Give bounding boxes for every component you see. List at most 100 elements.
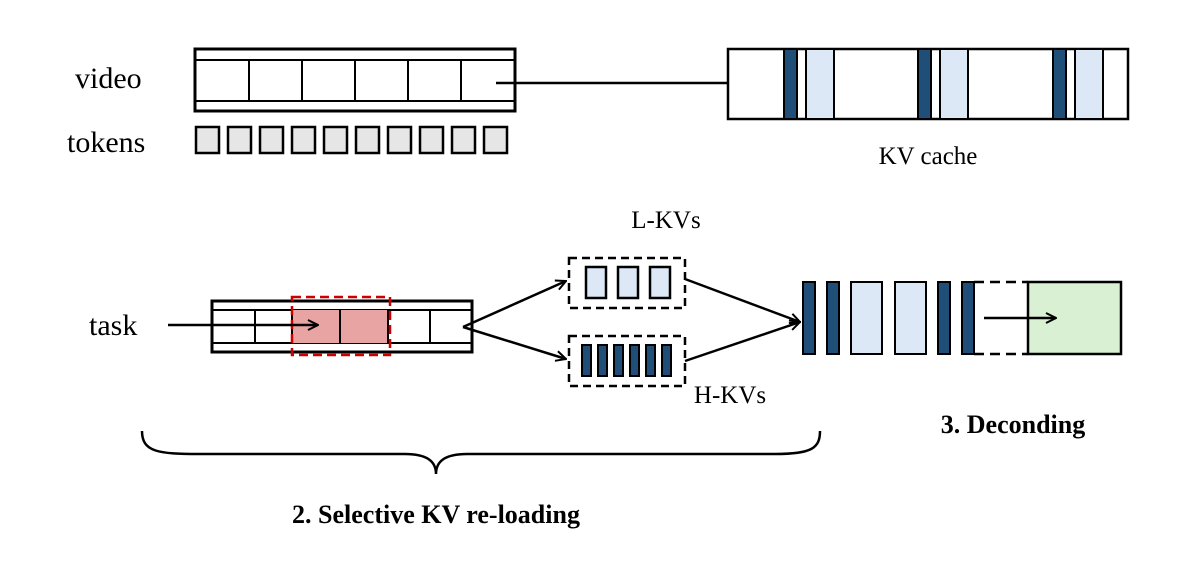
sprocket-hole xyxy=(230,103,235,108)
sprocket-hole xyxy=(414,52,419,57)
sprocket-hole xyxy=(411,303,415,307)
kv-block-dark xyxy=(937,281,951,355)
sprocket-hole xyxy=(292,303,296,307)
sprocket-hole xyxy=(270,52,275,57)
sprocket-hole xyxy=(310,103,315,108)
sprocket-hole xyxy=(246,52,251,57)
sprocket-hole xyxy=(425,345,429,349)
sprocket-hole xyxy=(369,345,373,349)
sprocket-hole xyxy=(294,52,299,57)
sprocket-hole xyxy=(494,103,499,108)
kv-block-dark xyxy=(1052,48,1067,120)
sprocket-hole xyxy=(430,103,435,108)
kv-block-light xyxy=(850,281,883,355)
sprocket-hole xyxy=(341,303,345,307)
lkvs-merge-arrow xyxy=(684,277,800,322)
sprocket-hole xyxy=(470,103,475,108)
sprocket-hole xyxy=(425,303,429,307)
l-kv-block xyxy=(616,265,640,300)
sprocket-hole xyxy=(411,345,415,349)
sprocket-hole xyxy=(262,103,267,108)
sprocket-hole xyxy=(486,52,491,57)
sprocket-hole xyxy=(318,103,323,108)
sprocket-hole xyxy=(383,345,387,349)
sprocket-hole xyxy=(382,103,387,108)
sprocket-hole xyxy=(422,103,427,108)
sprocket-hole xyxy=(366,52,371,57)
sprocket-hole xyxy=(460,303,464,307)
hkvs-merge-arrow xyxy=(684,322,800,363)
kv-cache xyxy=(726,47,1130,121)
sprocket-hole xyxy=(478,103,483,108)
l-kvs-group xyxy=(567,256,687,310)
sprocket-hole xyxy=(294,103,299,108)
to-lkvs-arrow xyxy=(462,281,566,329)
sprocket-hole xyxy=(222,303,226,307)
sprocket-hole xyxy=(215,303,219,307)
sprocket-hole xyxy=(313,345,317,349)
token xyxy=(418,125,445,155)
sprocket-hole xyxy=(355,345,359,349)
sprocket-hole xyxy=(494,52,499,57)
sprocket-hole xyxy=(418,345,422,349)
to-hkvs-arrow xyxy=(462,325,566,359)
sprocket-hole xyxy=(278,52,283,57)
sprocket-hole xyxy=(334,103,339,108)
sprocket-hole xyxy=(313,303,317,307)
sprocket-hole xyxy=(342,103,347,108)
sprocket-hole xyxy=(257,303,261,307)
sprocket-hole xyxy=(320,345,324,349)
sprocket-hole xyxy=(302,103,307,108)
sprocket-hole xyxy=(397,345,401,349)
kv-block-dark xyxy=(802,281,816,355)
sprocket-hole xyxy=(299,303,303,307)
token xyxy=(290,125,317,155)
tokens-label: tokens xyxy=(67,126,145,159)
h-kv-block xyxy=(597,344,608,377)
sprocket-hole xyxy=(462,103,467,108)
sprocket-hole xyxy=(430,52,435,57)
token xyxy=(194,125,221,155)
sprocket-hole xyxy=(286,103,291,108)
h-kvs-label: H-KVs xyxy=(694,382,766,409)
sprocket-hole xyxy=(390,345,394,349)
sprocket-hole xyxy=(229,345,233,349)
sprocket-hole xyxy=(326,103,331,108)
sprocket-hole xyxy=(350,52,355,57)
sprocket-hole xyxy=(376,345,380,349)
reloaded-kv-sequence xyxy=(802,280,1123,356)
l-kvs-label: L-KVs xyxy=(631,207,700,234)
sprocket-hole xyxy=(271,303,275,307)
kv-cache-label: KV cache xyxy=(879,143,978,170)
sprocket-hole xyxy=(446,303,450,307)
h-kv-block xyxy=(613,344,624,377)
kv-block-light xyxy=(894,281,927,355)
sprocket-hole xyxy=(222,345,226,349)
sprocket-hole xyxy=(398,103,403,108)
sprocket-hole xyxy=(278,103,283,108)
sprocket-hole xyxy=(432,345,436,349)
sprocket-hole xyxy=(238,103,243,108)
video-label: video xyxy=(75,62,142,95)
kv-block-dark xyxy=(961,281,975,355)
sprocket-hole xyxy=(271,345,275,349)
sprocket-hole xyxy=(334,52,339,57)
sprocket-hole xyxy=(446,52,451,57)
sprocket-hole xyxy=(376,303,380,307)
sprocket-hole xyxy=(366,103,371,108)
sprocket-hole xyxy=(270,103,275,108)
sprocket-hole xyxy=(246,103,251,108)
sprocket-hole xyxy=(438,103,443,108)
sprocket-hole xyxy=(374,52,379,57)
sprocket-hole xyxy=(285,345,289,349)
sprocket-hole xyxy=(222,52,227,57)
sprocket-hole xyxy=(198,52,203,57)
kv-block-dark xyxy=(826,281,840,355)
sprocket-hole xyxy=(243,303,247,307)
sprocket-hole xyxy=(398,52,403,57)
sprocket-hole xyxy=(350,103,355,108)
selected-frame xyxy=(340,310,388,343)
sprocket-hole xyxy=(390,303,394,307)
sprocket-hole xyxy=(470,52,475,57)
sprocket-hole xyxy=(214,52,219,57)
